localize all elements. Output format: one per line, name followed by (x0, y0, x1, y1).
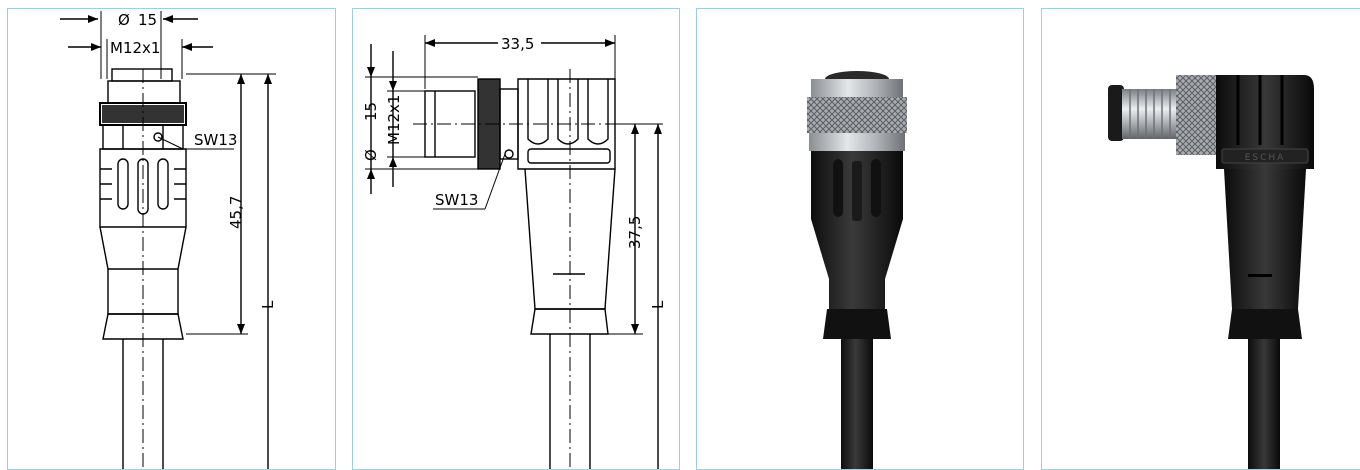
wrench-label: SW13 (194, 131, 237, 149)
straight-connector-drawing (60, 11, 276, 469)
diameter-symbol: Ø (362, 149, 380, 161)
photo-angled-panel: ESCHA (1041, 8, 1360, 470)
cable (1248, 339, 1280, 469)
angled-connector-photo: ESCHA (1108, 75, 1314, 469)
angled-housing (1216, 75, 1314, 169)
angled-connector-drawing (365, 35, 663, 469)
straight-connector-photo (807, 71, 907, 469)
diameter-value: 15 (138, 11, 157, 29)
cable-length-label: L (259, 300, 277, 309)
knurled-nut (1176, 75, 1216, 155)
cable-length-label: L (649, 300, 667, 309)
diameter-symbol: Ø (118, 11, 130, 29)
angled-dimension-labels: 33,5 Ø 15 M12x1 SW13 37,5 L (362, 35, 667, 309)
thread-label: M12x1 (385, 95, 403, 145)
diameter-value: 15 (362, 102, 380, 121)
height-label: 37,5 (626, 216, 644, 249)
drawing-angled-panel: 33,5 Ø 15 M12x1 SW13 37,5 L (352, 8, 680, 470)
wrench-label: SW13 (435, 191, 478, 209)
connector-tip (1108, 85, 1124, 141)
width-label: 33,5 (501, 35, 534, 53)
length-label: 45,7 (227, 196, 245, 229)
thread-sleeve (1122, 89, 1178, 139)
cable (841, 339, 873, 469)
drawing-straight-panel: Ø 15 M12x1 SW13 45,7 L (7, 8, 336, 470)
straight-dimension-labels: Ø 15 M12x1 SW13 45,7 L (110, 11, 277, 309)
thread-label: M12x1 (110, 39, 160, 57)
brand-marking: ESCHA (1245, 153, 1286, 163)
photo-straight-panel (696, 8, 1024, 470)
knurled-nut (807, 97, 907, 133)
